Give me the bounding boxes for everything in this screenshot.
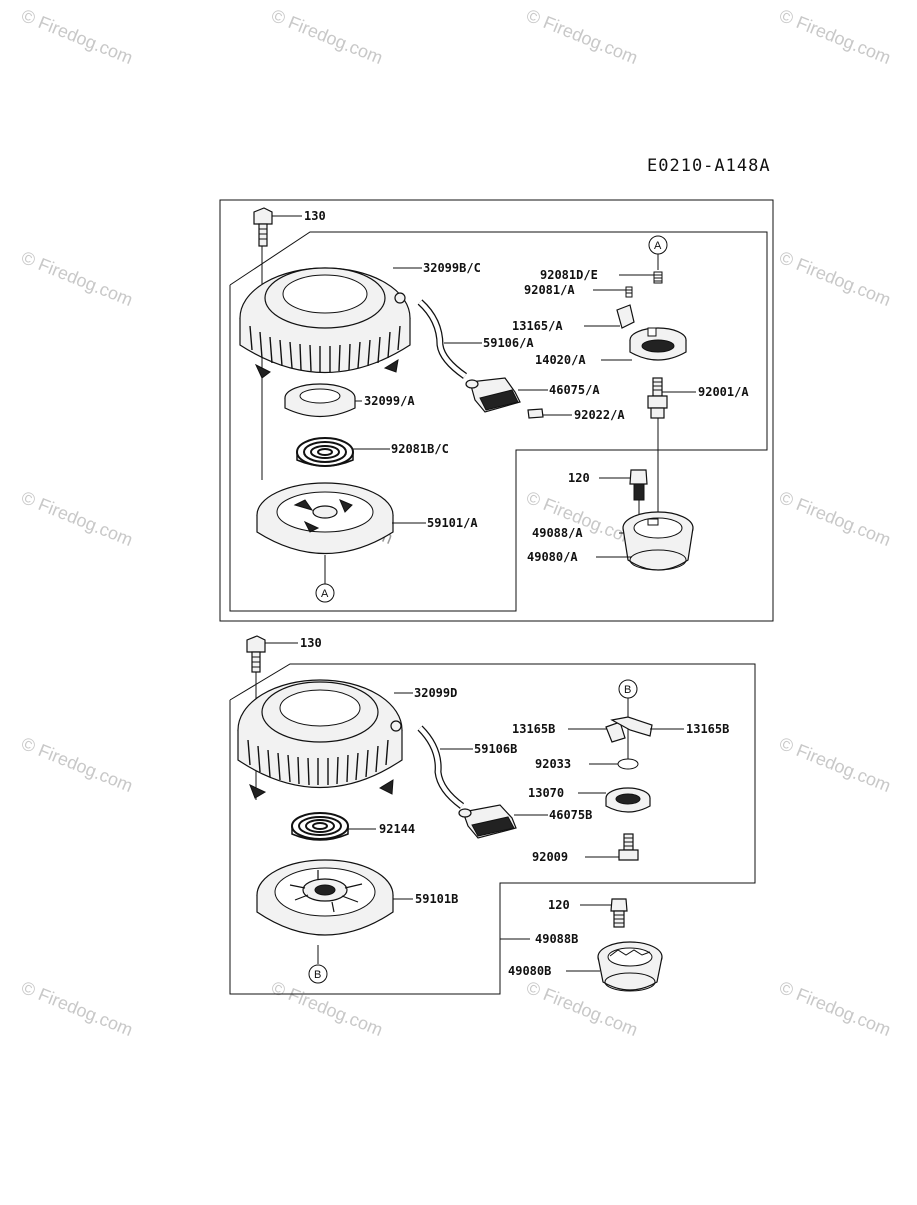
starter-cup-icon — [597, 941, 663, 992]
bottom-assembly: 130 32099D 59106B — [229, 635, 756, 995]
label-13165A: 13165/A — [512, 319, 563, 333]
label-92144: 92144 — [379, 822, 415, 836]
callout-b-marker-icon — [308, 964, 328, 984]
callout-b-label: B — [624, 684, 631, 696]
ratchet-icon — [616, 304, 635, 329]
starter-case-icon — [239, 267, 411, 379]
label-49088B: 49088B — [535, 932, 578, 946]
watermark-text: © Firedog.com — [19, 5, 136, 68]
watermark-text: © Firedog.com — [19, 977, 136, 1040]
label-92081A: 92081/A — [524, 283, 575, 297]
label-120-bottom: 120 — [548, 898, 570, 912]
label-32099BC: 32099B/C — [423, 261, 481, 275]
starter-cup-icon — [622, 511, 694, 571]
callout-a-label: A — [654, 240, 662, 252]
label-14020A: 14020/A — [535, 353, 586, 367]
label-92033: 92033 — [535, 757, 571, 771]
label-49088A: 49088/A — [532, 526, 583, 540]
ratchet-icon — [605, 721, 626, 743]
bolt-120-icon — [610, 898, 628, 928]
starter-rope-icon — [417, 299, 468, 379]
pulley-icon — [256, 482, 394, 554]
label-130-bottom: 130 — [300, 636, 322, 650]
watermark-text: © Firedog.com — [269, 977, 386, 1040]
watermark-text: © Firedog.com — [524, 5, 641, 68]
starter-handle-icon — [458, 804, 517, 839]
label-32099D: 32099D — [414, 686, 457, 700]
watermark-text: © Firedog.com — [269, 5, 386, 68]
small-spring-icon — [653, 271, 663, 284]
watermark-text: © Firedog.com — [777, 733, 894, 796]
label-130-top: 130 — [304, 209, 326, 223]
label-59101A: 59101/A — [427, 516, 478, 530]
label-92022A: 92022/A — [574, 408, 625, 422]
watermark-text: © Firedog.com — [777, 487, 894, 550]
label-32099A: 32099/A — [364, 394, 415, 408]
recoil-spring-icon — [291, 812, 349, 841]
label-59101B: 59101B — [415, 892, 458, 906]
label-49080A: 49080/A — [527, 550, 578, 564]
ratchet-guide-icon — [629, 327, 687, 361]
screw-icon — [647, 377, 668, 419]
ratchet-icon — [610, 716, 653, 737]
label-13165B-left: 13165B — [512, 722, 555, 736]
washer-icon — [617, 758, 639, 770]
bolt-130-icon — [246, 635, 266, 673]
watermark-text: © Firedog.com — [19, 733, 136, 796]
label-59106B: 59106B — [474, 742, 517, 756]
recoil-spring-icon — [296, 437, 354, 467]
callout-a-label: A — [321, 588, 329, 600]
top-frame — [219, 199, 774, 622]
watermark-text: © Firedog.com — [19, 487, 136, 550]
ratchet-guide-icon — [605, 787, 651, 813]
watermark-text: © Firedog.com — [524, 487, 641, 550]
watermark-text: © Firedog.com — [19, 247, 136, 310]
small-spring-icon — [625, 286, 633, 298]
label-59106A: 59106/A — [483, 336, 534, 350]
watermark-text: © Firedog.com — [777, 5, 894, 68]
starter-rope-icon — [417, 725, 465, 809]
pin-92022A-icon — [527, 408, 544, 419]
label-46075B: 46075B — [549, 808, 592, 822]
label-49080B: 49080B — [508, 964, 551, 978]
callout-a-marker-icon — [315, 583, 335, 603]
watermark-text: © Firedog.com — [777, 977, 894, 1040]
label-92081DE: 92081D/E — [540, 268, 598, 282]
bolt-130-icon — [253, 207, 273, 247]
diagram-code: E0210-A148A — [647, 156, 771, 176]
label-92001A: 92001/A — [698, 385, 749, 399]
starter-case-icon — [237, 679, 403, 799]
watermark-text: © Firedog.com — [777, 247, 894, 310]
label-46075A: 46075/A — [549, 383, 600, 397]
pulley-icon — [256, 859, 394, 936]
starter-handle-icon — [465, 377, 521, 413]
bottom-group-outline — [229, 663, 756, 995]
top-group-outline — [229, 231, 768, 612]
label-13070: 13070 — [528, 786, 564, 800]
label-120-top: 120 — [568, 471, 590, 485]
callout-b-label: B — [314, 969, 321, 981]
label-13165B-right: 13165B — [686, 722, 729, 736]
top-assembly: 130 32099B/C 59106/A — [219, 199, 774, 622]
label-92081BC: 92081B/C — [391, 442, 449, 456]
bolt-120-icon — [629, 469, 648, 501]
spring-case-icon — [284, 383, 356, 417]
screw-icon — [618, 833, 639, 861]
label-92009: 92009 — [532, 850, 568, 864]
